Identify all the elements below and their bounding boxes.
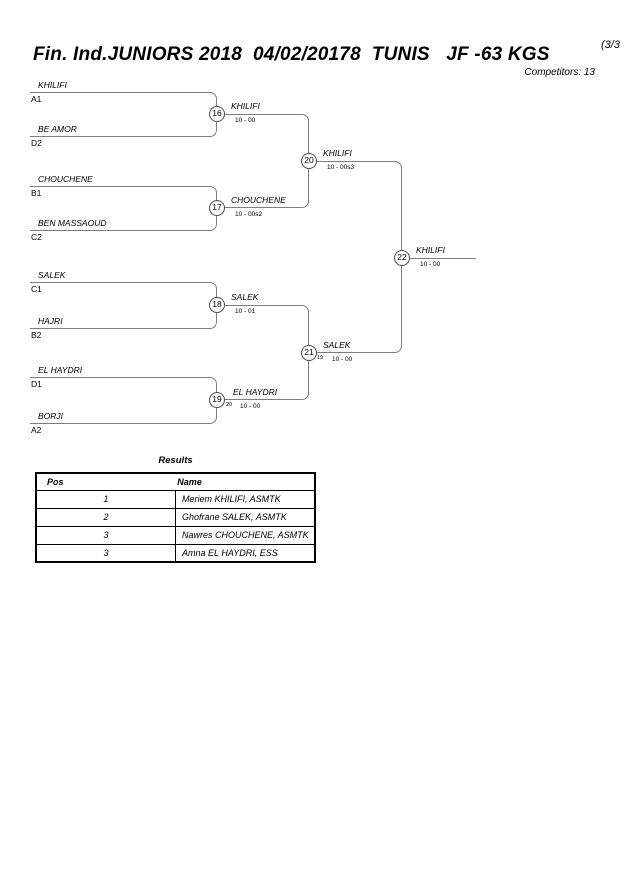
match-annotation: 19 bbox=[317, 355, 324, 361]
competitors-count: Competitors: 13 bbox=[524, 67, 595, 78]
results-table: Pos Name 1 Meriem KHILIFI, ASMTK 2 Ghofr… bbox=[35, 472, 316, 563]
bracket-connector bbox=[217, 161, 309, 208]
results-cell-pos: 1 bbox=[35, 489, 176, 509]
match-score: 10 - 00 bbox=[332, 356, 353, 363]
match-annotation: 20 bbox=[226, 402, 233, 408]
page-title: Fin. Ind.JUNIORS 2018 04/02/20178 TUNIS … bbox=[33, 44, 550, 65]
results-row: 3 Nawres CHOUCHENE, ASMTK bbox=[35, 525, 316, 545]
match-score: 10 - 00 bbox=[420, 261, 441, 268]
results-header-row: Pos Name bbox=[35, 472, 316, 491]
results-cell-name: Ghofrane SALEK, ASMTK bbox=[175, 507, 316, 527]
bracket-player-name: SALEK bbox=[38, 270, 66, 280]
match-number-badge: 22 bbox=[394, 250, 410, 266]
bracket-connector bbox=[30, 186, 217, 231]
match-number-badge: 19 bbox=[209, 392, 225, 408]
match-score: 10 - 00s2 bbox=[235, 211, 263, 218]
bracket-seed-label: C1 bbox=[31, 284, 42, 294]
bracket-connector bbox=[30, 377, 217, 424]
match-number-badge: 18 bbox=[209, 297, 225, 313]
bracket-player-name: KHILIFI bbox=[38, 80, 67, 90]
results-row: 1 Meriem KHILIFI, ASMTK bbox=[35, 489, 316, 509]
bracket-player-name: BEN MASSAOUD bbox=[38, 218, 107, 228]
results-cell-pos: 2 bbox=[35, 507, 176, 527]
match-winner-name: KHILIFI bbox=[231, 101, 260, 111]
bracket-seed-label: B1 bbox=[31, 188, 42, 198]
match-number-badge: 20 bbox=[301, 153, 317, 169]
match-score: 10 - 01 bbox=[235, 308, 256, 315]
results-row: 3 Amna EL HAYDRI, ESS bbox=[35, 543, 316, 563]
bracket-player-name: BORJI bbox=[38, 411, 64, 421]
results-title: Results bbox=[158, 455, 193, 466]
results-row: 2 Ghofrane SALEK, ASMTK bbox=[35, 507, 316, 527]
bracket-connector bbox=[309, 161, 402, 258]
match-winner-name: SALEK bbox=[231, 292, 259, 302]
bracket-connector bbox=[30, 92, 217, 137]
match-winner-name: SALEK bbox=[323, 340, 351, 350]
bracket-player-name: EL HAYDRI bbox=[38, 365, 83, 375]
results-cell-name: Meriem KHILIFI, ASMTK bbox=[175, 489, 316, 509]
bracket-player-name: CHOUCHENE bbox=[38, 174, 93, 184]
bracket-connector bbox=[309, 258, 402, 353]
bracket-seed-label: D2 bbox=[31, 138, 42, 148]
bracket-final-line bbox=[410, 258, 476, 260]
match-winner-name: CHOUCHENE bbox=[231, 195, 286, 205]
match-score: 10 - 00s3 bbox=[327, 164, 355, 171]
bracket-connector bbox=[30, 282, 217, 329]
results-cell-pos: 3 bbox=[35, 543, 176, 563]
match-score: 10 - 00 bbox=[240, 403, 261, 410]
match-number-badge: 16 bbox=[209, 106, 225, 122]
bracket-seed-label: D1 bbox=[31, 379, 42, 389]
bracket-connector bbox=[217, 305, 309, 353]
bracket-seed-label: C2 bbox=[31, 232, 42, 242]
results-cell-name: Nawres CHOUCHENE, ASMTK bbox=[175, 525, 316, 545]
results-cell-pos: 3 bbox=[35, 525, 176, 545]
results-header-pos: Pos bbox=[47, 476, 64, 487]
match-winner-name: KHILIFI bbox=[416, 245, 445, 255]
results-header-name: Name bbox=[177, 476, 202, 487]
page-indicator: (3/3 bbox=[601, 39, 620, 51]
match-number-badge: 21 bbox=[301, 345, 317, 361]
bracket-connector bbox=[217, 353, 309, 400]
bracket-player-name: BE AMOR bbox=[38, 124, 77, 134]
bracket-connector bbox=[217, 114, 309, 161]
match-winner-name: KHILIFI bbox=[323, 148, 352, 158]
match-number-badge: 17 bbox=[209, 200, 225, 216]
bracket-seed-label: A1 bbox=[31, 94, 42, 104]
bracket-seed-label: B2 bbox=[31, 330, 42, 340]
results-cell-name: Amna EL HAYDRI, ESS bbox=[175, 543, 316, 563]
bracket-player-name: HAJRI bbox=[38, 316, 63, 326]
bracket-seed-label: A2 bbox=[31, 425, 42, 435]
match-score: 10 - 00 bbox=[235, 117, 256, 124]
match-winner-name: EL HAYDRI bbox=[233, 387, 278, 397]
